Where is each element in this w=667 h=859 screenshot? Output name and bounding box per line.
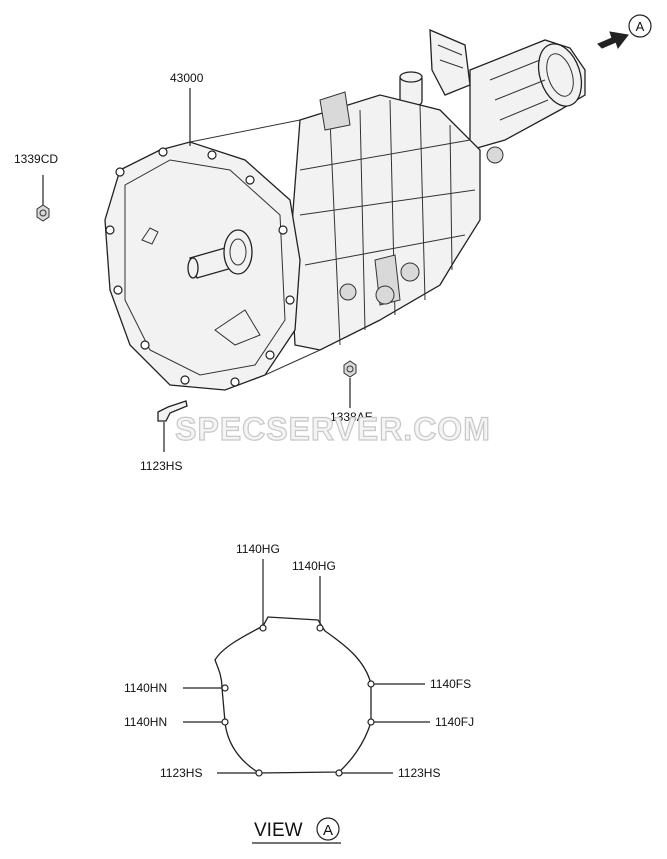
callout-43000: 43000: [170, 71, 204, 85]
transmission-assembly: [104, 28, 586, 391]
view-title: VIEW: [254, 820, 303, 841]
label-1140hg-right: 1140HG: [292, 559, 336, 573]
label-1140hg-left: 1140HG: [236, 542, 280, 556]
label-1140hn-upper: 1140HN: [124, 681, 167, 695]
view-a-marker: A: [597, 14, 652, 50]
callout-1338ae: 1338AE: [330, 410, 373, 424]
nut-icon: [343, 360, 357, 378]
watermark: SPECSERVER.COM: [175, 411, 491, 447]
nut-1339cd: 1339CD: [14, 152, 58, 222]
label-1140hn-lower: 1140HN: [124, 715, 167, 729]
arrow-icon: [597, 31, 629, 50]
view-a-letter: A: [636, 19, 645, 34]
view-a-outline: 1140HG 1140HG 1140HN 1140HN 1140FS 1140F…: [124, 542, 474, 780]
nut-1338ae: 1338AE: [330, 360, 373, 424]
view-title-letter: A: [323, 822, 333, 839]
bolt-1123hs: 1123HS: [140, 400, 188, 473]
nut-icon: [36, 204, 50, 222]
view-a-bolt-holes: [221, 624, 375, 777]
bolt-icon: [157, 400, 188, 422]
bell-housing-bolt-holes: [105, 147, 295, 387]
label-1140fs: 1140FS: [430, 677, 471, 691]
view-a-caption: VIEW A: [252, 817, 341, 844]
label-1123hs-right: 1123HS: [398, 766, 440, 780]
label-1123hs-left: 1123HS: [160, 766, 202, 780]
callout-1339cd: 1339CD: [14, 152, 58, 166]
callout-1123hs: 1123HS: [140, 459, 182, 473]
label-1140fj: 1140FJ: [435, 715, 474, 729]
